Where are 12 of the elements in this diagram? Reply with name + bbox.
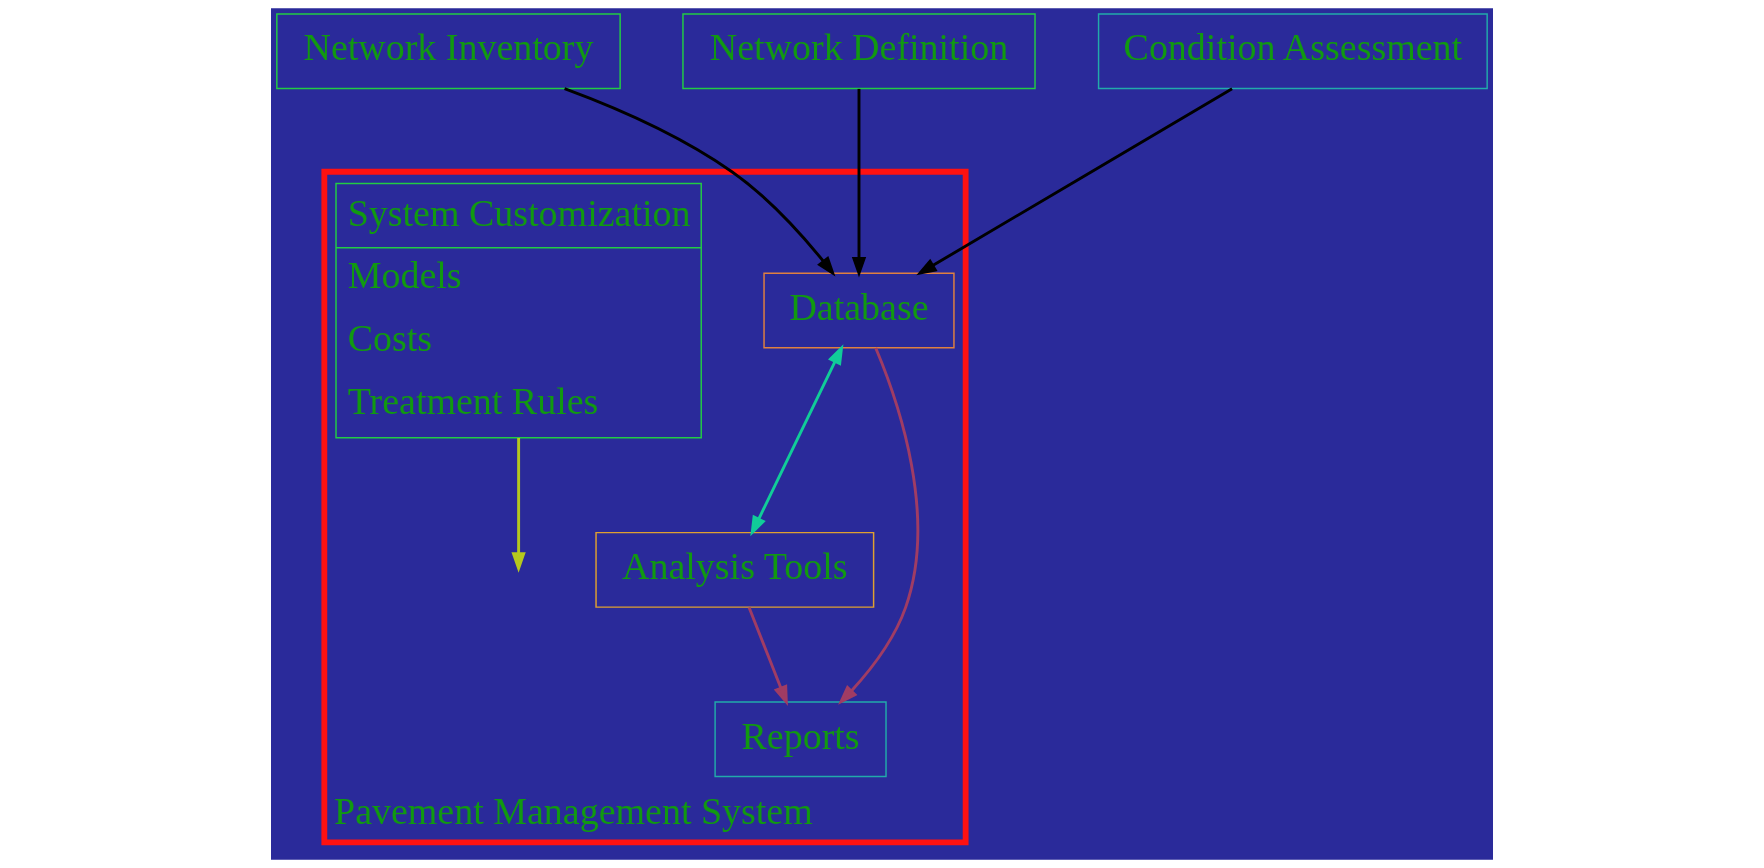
node-box: Database xyxy=(763,272,955,349)
arrow xyxy=(838,347,920,705)
arrow xyxy=(747,606,788,706)
node-box: Condition Assessment xyxy=(1097,13,1488,90)
arrow xyxy=(750,344,844,537)
node-box: Network Definition xyxy=(682,13,1036,90)
node-box: Network Inventory xyxy=(276,13,621,90)
arrow xyxy=(916,87,1233,276)
arrow xyxy=(851,88,867,278)
node-box: Reports xyxy=(714,701,887,778)
arrow xyxy=(564,87,836,277)
node-box: Analysis Tools xyxy=(595,531,875,608)
